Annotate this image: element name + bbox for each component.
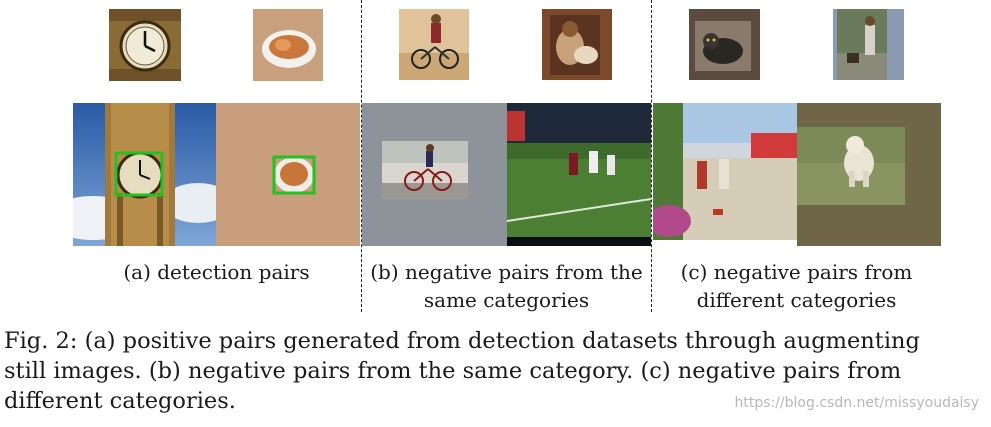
big-ben-tower-with-box	[73, 103, 216, 246]
panel-c-label-line1: (c) negative pairs from	[680, 260, 913, 284]
panel-a-label: (a) detection pairs	[123, 260, 310, 284]
polar-bear	[797, 103, 941, 246]
panel-c-label-line2: different categories	[696, 288, 897, 312]
caption-line-3: different categories.	[4, 388, 236, 414]
street-scene	[653, 103, 797, 240]
cyclist-on-street	[362, 103, 507, 246]
big-ben-clock-thumbnail	[109, 9, 181, 81]
watermark: https://blog.csdn.net/missyoudaisy	[734, 395, 979, 411]
panel-divider-ab	[361, 0, 362, 312]
caption-line-1: Fig. 2: (a) positive pairs generated fro…	[4, 328, 920, 354]
football-game	[507, 103, 651, 246]
figure-caption: Fig. 2: (a) positive pairs generated fro…	[4, 326, 989, 416]
cat-thumbnail	[689, 9, 760, 80]
panel-b-label-line2: same categories	[423, 288, 590, 312]
cyclist-thumbnail	[399, 9, 469, 80]
panel-divider-bc	[651, 0, 652, 312]
person-with-dog-thumbnail	[542, 9, 612, 80]
panel-b-label-line1: (b) negative pairs from the	[370, 260, 643, 284]
cat-in-bowl-thumbnail	[253, 9, 323, 81]
person-walking-thumbnail	[833, 9, 904, 80]
cat-in-bowl-with-box	[216, 103, 360, 246]
caption-line-2: still images. (b) negative pairs from th…	[4, 358, 902, 384]
